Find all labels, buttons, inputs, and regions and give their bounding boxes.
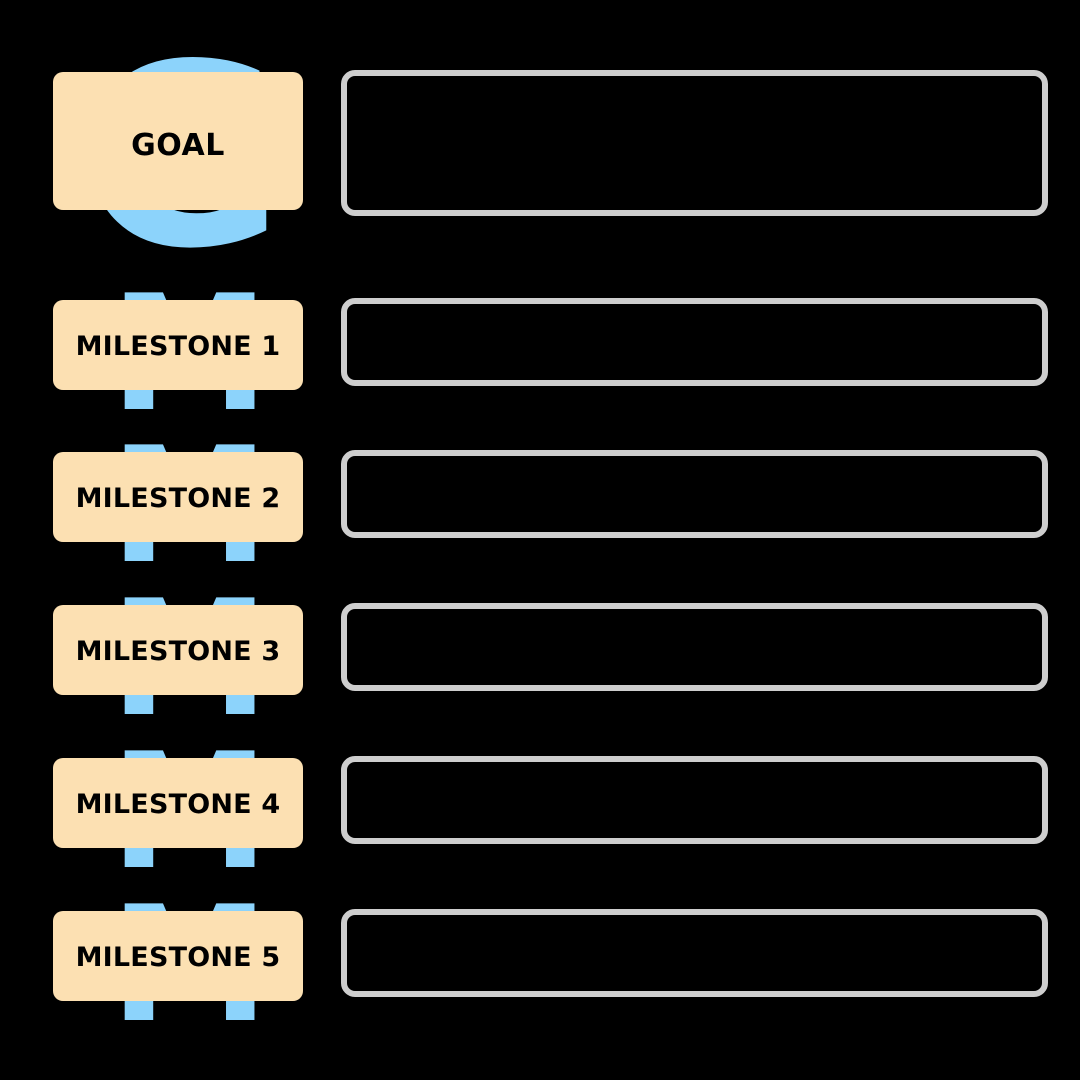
- milestone-1-tag: [53, 300, 303, 390]
- milestone-3-tag: [53, 605, 303, 695]
- milestone-2-entry-box[interactable]: [341, 450, 1048, 538]
- milestone-4-tag: [53, 758, 303, 848]
- goal-tag: [53, 72, 303, 210]
- milestone-5-label: MILESTONE 5: [75, 942, 281, 973]
- goal-entry-box[interactable]: [341, 70, 1048, 216]
- milestone-2-tag: [53, 452, 303, 542]
- goal-label: GOAL: [131, 128, 225, 163]
- milestone-1-label: MILESTONE 1: [75, 331, 281, 362]
- milestone-2-label: MILESTONE 2: [75, 483, 281, 514]
- milestone-5-entry-box[interactable]: [341, 909, 1048, 997]
- milestone-3-label: MILESTONE 3: [75, 636, 281, 667]
- milestone-1-entry-box[interactable]: [341, 298, 1048, 386]
- milestone-3-entry-box[interactable]: [341, 603, 1048, 691]
- milestone-4-label: MILESTONE 4: [75, 789, 281, 820]
- milestone-5-tag: [53, 911, 303, 1001]
- milestone-4-entry-box[interactable]: [341, 756, 1048, 844]
